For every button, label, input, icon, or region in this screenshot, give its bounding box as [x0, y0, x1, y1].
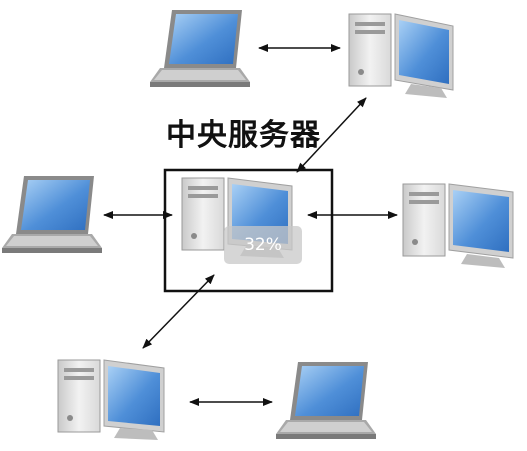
- edge-central-server-to-desktop-bottom-left: [142, 274, 215, 349]
- desktop-computer-icon: [57, 359, 165, 440]
- laptop-icon: [2, 176, 102, 253]
- connection-arrows: [103, 44, 398, 406]
- edge-central-server-to-desktop-top-right: [296, 97, 367, 173]
- central-server-frame: [163, 168, 334, 293]
- central-server-title: 中央服务器: [166, 118, 321, 153]
- desktop-computer-icon: [402, 183, 514, 268]
- zoom-badge: 32%: [224, 226, 302, 264]
- laptop-icon: [150, 10, 250, 87]
- desktop-computer-icon: [348, 13, 454, 98]
- laptop-icon: [276, 362, 376, 439]
